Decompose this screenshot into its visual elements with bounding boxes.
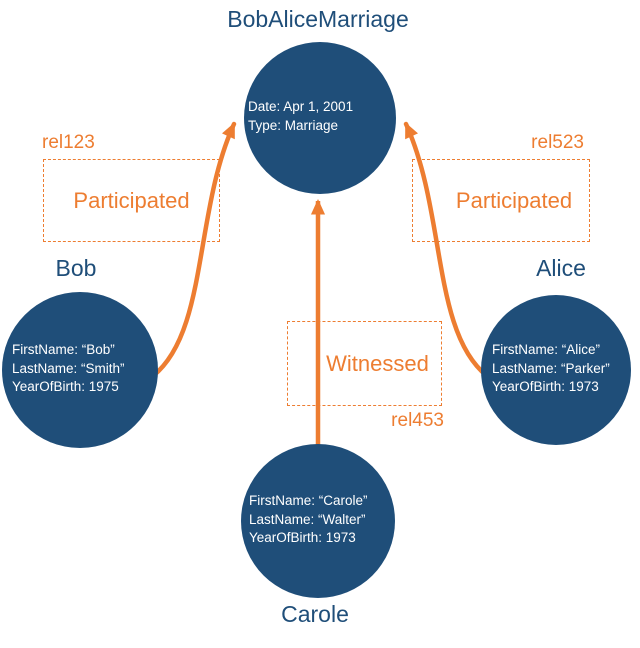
marriage-node-circle	[244, 42, 396, 194]
carole-prop-lastname: LastName: “Walter”	[249, 511, 366, 527]
rel123-arrow	[150, 121, 237, 379]
carole-prop-yearofbirth: YearOfBirth: 1973	[249, 530, 356, 545]
carole-node-title: Carole	[281, 601, 349, 627]
rel523-label: Participated	[455, 187, 573, 213]
bob-node-title: Bob	[55, 255, 97, 281]
rel453-id-label: rel453	[391, 410, 444, 431]
alice-node-circle	[481, 295, 631, 445]
rel453-label: Witnessed	[326, 350, 429, 376]
carole-prop-firstname: FirstName: “Carole”	[249, 493, 368, 508]
alice-node-properties: FirstName: “Alice” LastName: “Parker” Ye…	[492, 341, 610, 397]
carole-node-circle	[241, 444, 395, 598]
alice-node-title: Alice	[536, 255, 586, 281]
alice-prop-yearofbirth: YearOfBirth: 1973	[492, 379, 599, 394]
rel523-participated-box: Participated	[412, 159, 590, 242]
rel523-arrow	[403, 121, 490, 379]
marriage-prop-type: Type: Marriage	[248, 117, 339, 133]
rel123-label: Participated	[73, 187, 190, 213]
carole-node-properties: FirstName: “Carole” LastName: “Walter” Y…	[249, 492, 368, 548]
marriage-prop-date: Date: Apr 1, 2001	[248, 99, 354, 114]
rel123-participated-box: Participated	[43, 159, 220, 242]
bob-node-properties: FirstName: “Bob” LastName: “Smith” YearO…	[12, 341, 125, 397]
bob-prop-lastname: LastName: “Smith”	[12, 360, 125, 376]
rel453-witnessed-box: Witnessed	[287, 321, 442, 406]
marriage-node-title: BobAliceMarriage	[227, 6, 409, 32]
alice-prop-firstname: FirstName: “Alice”	[492, 342, 601, 357]
bob-node-circle	[2, 292, 158, 448]
marriage-node-properties: Date: Apr 1, 2001 Type: Marriage	[248, 98, 353, 135]
rel123-id-label: rel123	[42, 132, 95, 153]
bob-prop-firstname: FirstName: “Bob”	[12, 342, 115, 357]
alice-prop-lastname: LastName: “Parker”	[492, 360, 610, 376]
bob-prop-yearofbirth: YearOfBirth: 1975	[12, 379, 119, 394]
rel523-id-label: rel523	[531, 132, 584, 153]
